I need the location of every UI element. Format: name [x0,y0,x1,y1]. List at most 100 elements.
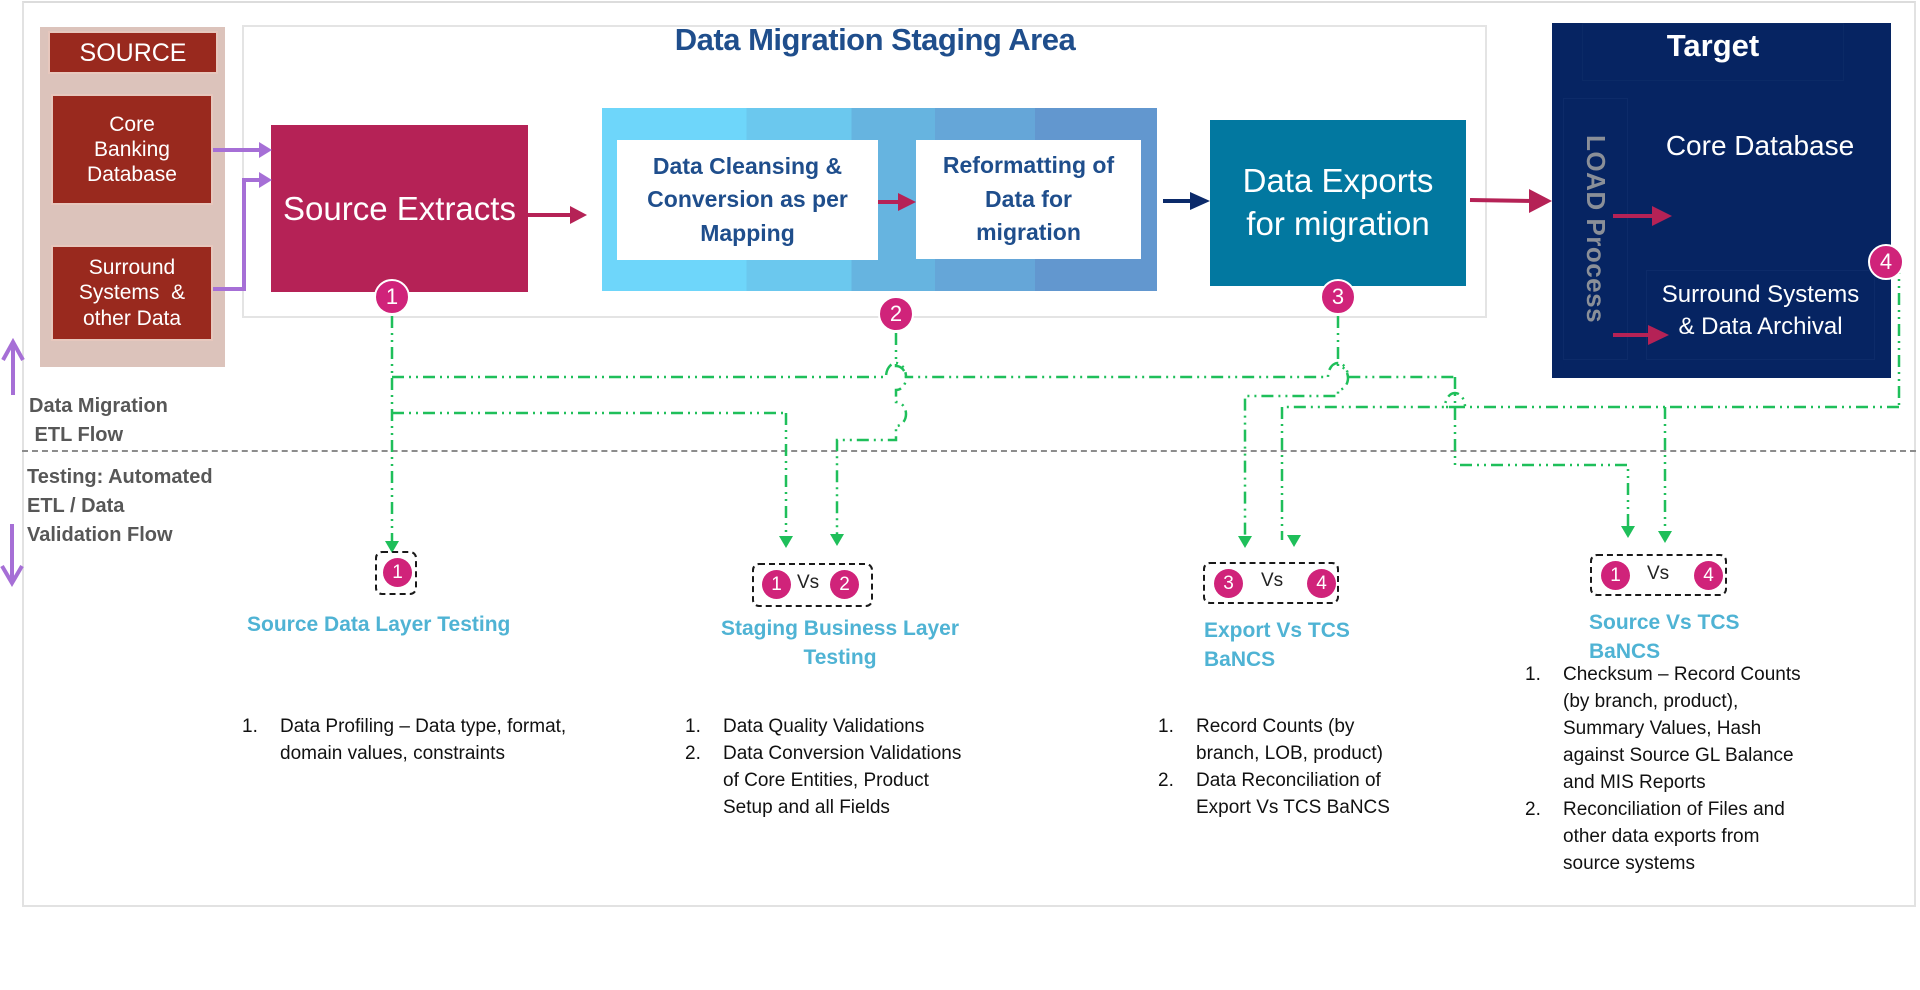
surround-line: Surround [88,256,176,280]
test-title-line: Source Data Layer Testing [247,613,511,636]
test-title-line: BaNCS [1204,648,1276,672]
checkpoint-badge-1: 1 [374,279,410,315]
arrowhead [1190,192,1210,210]
checkpoint-badge-3: 3 [1320,279,1356,315]
cleansing-line: Mapping [700,219,795,246]
surround-archival-line: Surround Systems [1661,281,1860,308]
etl-flow-line: Data Migration [29,395,168,417]
reformat-line: Reformatting of [942,152,1115,179]
connector-arrowhead [1621,526,1635,538]
test-item-line: Reconciliation of Files and [1563,798,1785,820]
surround-to-extract-arrow [213,178,260,291]
cleansing-line: Conversion as per [647,186,848,213]
load-process-panel [1563,98,1628,360]
source-header: SOURCE [48,31,218,74]
core-banking-line: Core [109,112,155,136]
test-item: 1.Checksum – Record Counts(by branch, pr… [1525,662,1865,797]
test-title-source-vs-bancs: Source Vs TCS BaNCS [1589,608,1789,667]
validation-connectors [385,262,1901,553]
test-item-line: Record Counts (by [1196,716,1355,737]
etl-flow-label: Data Migration ETL Flow [29,392,229,450]
compare-badge: 1 [383,558,412,587]
test-item-line: source systems [1563,852,1695,874]
flow-divider [22,450,1916,452]
compare-badge: 4 [1694,561,1723,590]
test-item: 1.Data Profiling – Data type, format,dom… [242,714,622,768]
test-item-number: 2. [1158,769,1174,791]
surround-archival-line: & Data Archival [1678,313,1843,341]
test-item-line: other data exports from [1563,825,1760,847]
test-item-line: Export Vs TCS BaNCS [1196,796,1390,818]
connector-arrowhead [385,541,399,553]
surround-line: Systems & [78,281,186,305]
vs-label: Vs [1647,563,1670,584]
test-item-line: and MIS Reports [1563,771,1706,793]
load-process-label: LOAD Process [1563,98,1628,360]
test-item-line: of Core Entities, Product [723,769,929,791]
test-title-line: Testing [803,646,877,670]
target-title-panel [1582,23,1844,81]
cleansing-line: Data Cleansing & [652,152,843,179]
etl-flow-line: ETL Flow [29,424,124,446]
test-title-line: BaNCS [1589,640,1661,664]
test-title-line: Staging Business Layer [720,617,960,640]
test-item-line: branch, LOB, product) [1196,742,1383,764]
arrowhead [570,206,587,224]
down-arrow-head [0,564,24,587]
surround-archival-panel [1646,270,1875,360]
surround-archival-label: Surround Systems & Data Archival [1646,279,1875,351]
connector-badge1-to-source-vs-bancs [1453,377,1630,530]
testing-flow-line: Validation Flow [27,524,173,546]
arrowhead [1529,189,1552,213]
checkpoint-badge-4: 4 [1868,244,1904,280]
staging-area-title: Data Migration Staging Area [674,22,1076,57]
diagram-frame [22,1,1916,907]
arrowhead [259,172,272,188]
connector-badge3-to-export [1243,316,1350,540]
test-list-source-data-layer: 1.Data Profiling – Data type, format,dom… [242,714,622,768]
connector-badge1-long-run [392,361,1455,379]
test-item: 1.Data Quality Validations [685,714,1005,741]
test-item-line: Data Reconciliation of [1196,769,1381,791]
connector-arrowhead [1287,535,1301,547]
comparison-box-source [375,551,417,595]
data-exports-box: Data Exports for migration [1210,120,1466,286]
test-title-line: Export Vs TCS [1204,619,1350,642]
vs-label: Vs [797,572,820,593]
connector-arrowhead [1238,536,1252,548]
compare-badge: 1 [762,570,791,599]
arrowhead [1652,206,1672,226]
arrowhead [259,142,272,158]
test-item-number: 1. [685,716,701,737]
reformat-line: migration [976,219,1081,246]
compare-badge: 2 [830,570,859,599]
test-list-source-vs-bancs: 1.Checksum – Record Counts(by branch, pr… [1525,662,1865,878]
reformat-line: Data for [985,185,1072,212]
test-item-line: against Source GL Balance [1563,744,1794,766]
export-to-target-arrow [1469,198,1536,203]
target-title: Target [1666,28,1760,63]
connector-arrowhead [830,534,844,546]
test-title-staging-business-layer: Staging Business Layer Testing [690,614,990,673]
comparison-box-staging [752,563,873,607]
test-item-line: Setup and all Fields [723,796,890,818]
test-title-source-data-layer: Source Data Layer Testing [247,610,547,639]
source-input-arrows [213,142,272,291]
source-extracts-box: Source Extracts [271,125,528,292]
surround-systems-source: Surround Systems & other Data [51,245,213,341]
test-title-export-vs-bancs: Export Vs TCS BaNCS [1204,616,1404,675]
test-title-line: Source Vs TCS [1589,611,1740,634]
test-item-number: 1. [1525,664,1541,685]
testing-flow-label: Testing: Automated ETL / Data Validation… [27,463,247,550]
checkpoint-badge-2: 2 [878,296,914,332]
connector-arrowhead [1658,531,1672,543]
test-item-line: Checksum – Record Counts [1563,664,1801,685]
vs-label: Vs [1261,570,1284,591]
comparison-box-export [1203,562,1339,604]
testing-flow-line: Testing: Automated [27,466,213,488]
test-list-staging-business-layer: 1.Data Quality Validations 2.Data Conver… [685,714,1005,822]
